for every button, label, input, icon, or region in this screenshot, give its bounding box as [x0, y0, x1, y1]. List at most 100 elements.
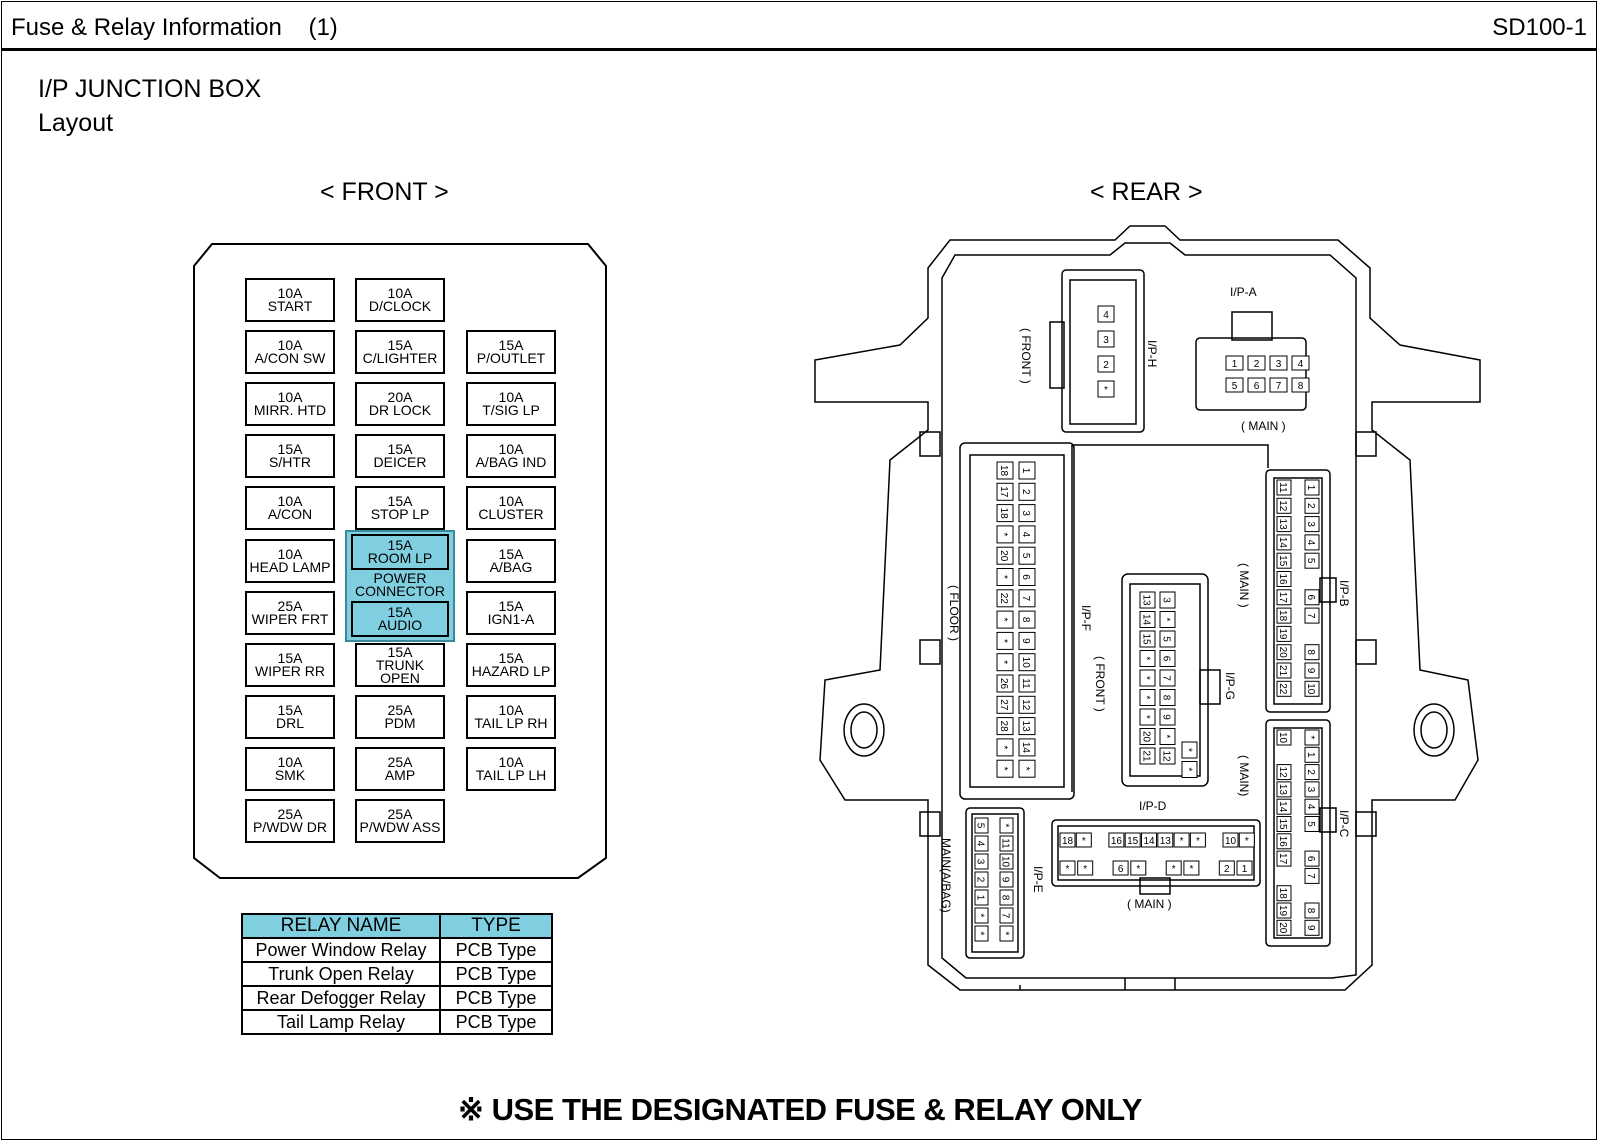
connector-pin: 10 [999, 853, 1014, 870]
svg-text:*: * [1083, 864, 1087, 875]
connector-pin: 4 [1304, 798, 1320, 815]
svg-text:6: 6 [1305, 595, 1316, 601]
connector-pin: * [1159, 728, 1176, 745]
connector-pin: 22 [1276, 680, 1292, 697]
svg-text:10: 10 [1277, 732, 1288, 744]
connector-pin: * [996, 738, 1014, 757]
connector-pin: 8 [999, 889, 1014, 906]
svg-text:10: 10 [1000, 856, 1011, 868]
svg-text:5: 5 [1161, 636, 1172, 642]
connector-pin: 9 [1159, 708, 1176, 726]
connector-pin: 12 [1276, 764, 1292, 781]
svg-text:*: * [975, 932, 986, 936]
ipc-name: I/P-C [1337, 810, 1351, 838]
connector-pin: 3 [1097, 330, 1115, 348]
connector-pin: 1 [1225, 355, 1244, 371]
svg-text:9: 9 [1000, 877, 1011, 883]
relay-name-header: RELAY NAME [241, 913, 441, 939]
connector-pin: 18 [996, 461, 1014, 480]
connector-pin: 19 [1276, 625, 1292, 642]
svg-text:17: 17 [1277, 853, 1288, 865]
connector-pin: 6 [1304, 850, 1320, 867]
svg-text:3: 3 [1305, 521, 1316, 527]
ipf-name: I/P-F [1079, 605, 1093, 631]
svg-text:3: 3 [1103, 335, 1109, 346]
svg-text:3: 3 [1020, 510, 1031, 516]
svg-text:*: * [1141, 657, 1152, 661]
warning-note: ※ USE THE DESIGNATED FUSE & RELAY ONLY [458, 1092, 1142, 1127]
connector-pin: 5 [1159, 630, 1176, 648]
connector-pin: * [1304, 729, 1320, 746]
connector-pin: 5 [1225, 377, 1244, 393]
iph-side: ( FRONT ) [1019, 328, 1033, 384]
section-subtitle: Layout [38, 109, 114, 137]
svg-text:3: 3 [1276, 359, 1282, 370]
svg-text:7: 7 [1000, 913, 1011, 919]
connector-pin: * [974, 907, 989, 924]
svg-text:16: 16 [1277, 573, 1288, 585]
svg-text:*: * [1180, 836, 1184, 847]
svg-text:7: 7 [1020, 596, 1031, 602]
svg-text:5: 5 [975, 823, 986, 829]
ipb-side: ( MAIN ) [1237, 563, 1251, 608]
svg-text:2: 2 [1103, 360, 1109, 371]
connector-pin: 13 [1276, 781, 1292, 798]
connector-pin: 4 [1018, 525, 1036, 544]
connector-pin: 7 [1304, 607, 1320, 624]
connector-pin: * [1159, 611, 1176, 628]
connector-pin: 20 [996, 546, 1014, 565]
svg-text:*: * [1172, 864, 1176, 875]
connector-pin: 11 [1276, 479, 1292, 496]
svg-text:*: * [1141, 715, 1152, 719]
connector-pin: * [1183, 860, 1200, 876]
connector-pin: 3 [974, 853, 989, 870]
connector-pin: * [1059, 860, 1076, 876]
page-code: SD100-1 [1492, 14, 1587, 41]
svg-text:6: 6 [1020, 574, 1031, 580]
svg-text:16: 16 [1111, 836, 1123, 847]
connector-pin: 6 [1018, 568, 1036, 586]
svg-text:12: 12 [1161, 750, 1172, 762]
ipe-side: MAIN(A/BAG) [939, 838, 953, 913]
svg-text:1: 1 [1242, 864, 1248, 875]
connector-pin: 21 [1139, 747, 1156, 765]
connector-pin: 8 [1018, 610, 1036, 629]
svg-text:20: 20 [1277, 647, 1288, 659]
connector-pin: 20 [1276, 919, 1292, 936]
svg-text:*: * [1082, 836, 1086, 847]
connector-pin: * [999, 817, 1014, 834]
connector-pin: 15 [1139, 630, 1156, 648]
connector-pin: 7 [1159, 669, 1176, 687]
ipg-side: ( FRONT ) [1093, 656, 1107, 712]
connector-pin: * [1139, 650, 1156, 667]
connector-pin: 9 [999, 871, 1014, 888]
svg-text:*: * [1000, 824, 1011, 828]
connector-pin: * [1181, 741, 1198, 759]
svg-text:*: * [1141, 676, 1152, 680]
svg-text:22: 22 [998, 593, 1009, 605]
connector-pin: 18 [1059, 832, 1076, 848]
ipd-name: I/P-D [1139, 799, 1167, 813]
connector-pin: 26 [996, 674, 1014, 693]
svg-text:15: 15 [1127, 836, 1139, 847]
connector-pin: 18 [1276, 607, 1292, 624]
connector-pin: * [999, 925, 1014, 942]
connector-pin: 5 [974, 817, 989, 834]
svg-text:5: 5 [1020, 553, 1031, 559]
connector-pin: * [996, 568, 1014, 586]
svg-text:14: 14 [1141, 614, 1152, 626]
